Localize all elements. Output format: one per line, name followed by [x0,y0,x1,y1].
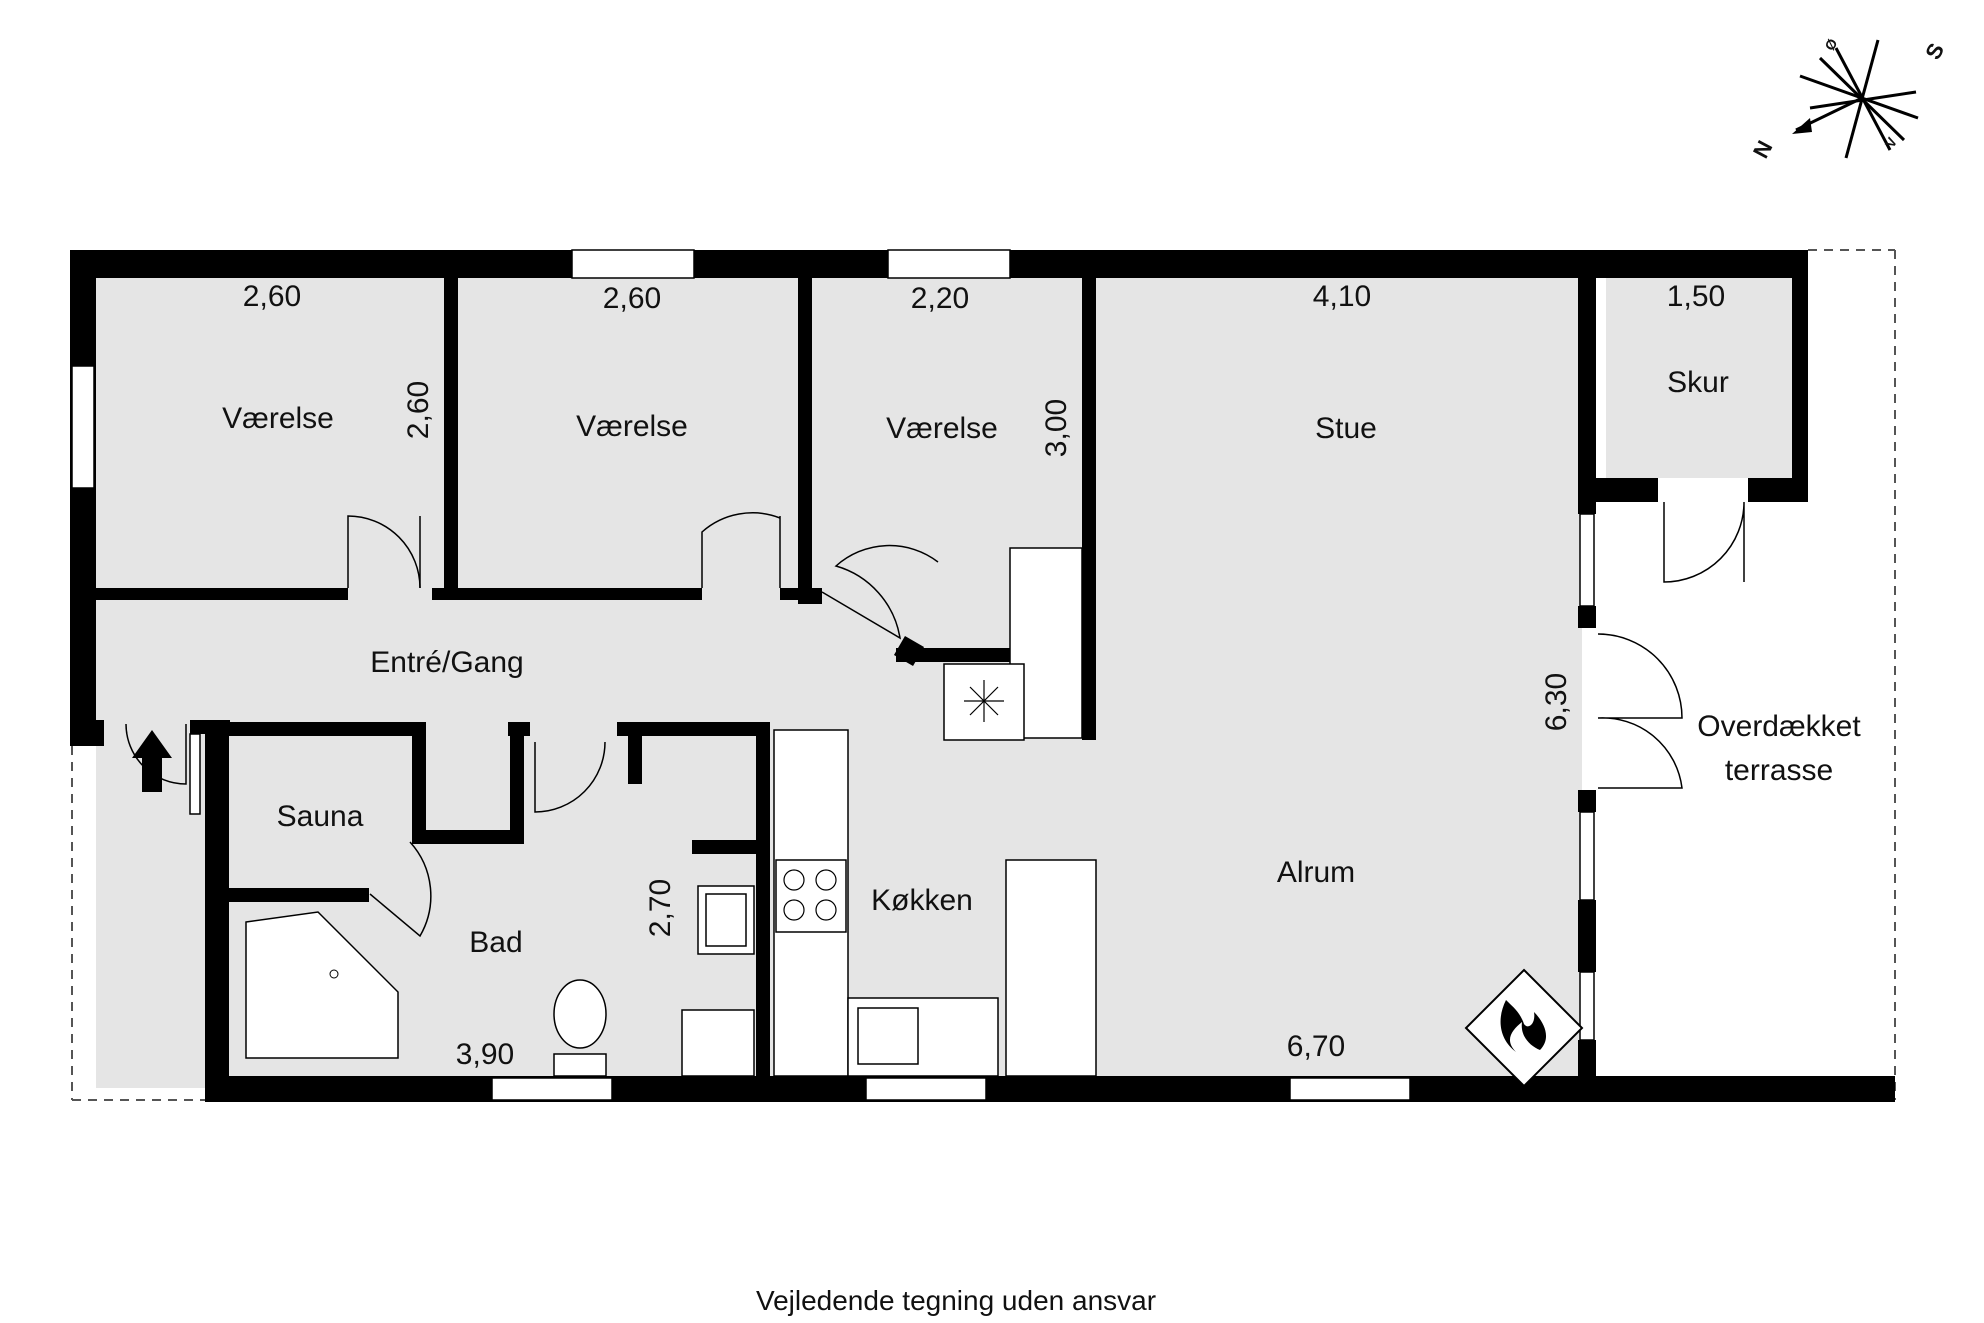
room-label-entre-gang: Entré/Gang [370,646,523,679]
room-label-bad: Bad [469,926,522,959]
room-label-alrum: Alrum [1277,856,1355,889]
compass-north-label: N [1748,136,1778,162]
doors [125,501,1745,938]
disclaimer-caption: Vejledende tegning uden ansvar [756,1285,1156,1316]
room-label-vaerelse-3: Værelse [886,412,998,445]
room-label-skur: Skur [1667,366,1729,399]
terrace-outline [71,249,1896,1101]
compass-west-label: V [1882,134,1901,150]
dimension-vaerelse-3-depth: 3,00 [1040,399,1073,457]
room-label-koekken: Køkken [871,884,973,917]
room-label-vaerelse-1: Værelse [222,402,334,435]
room-label-terrasse-line1: Overdækket [1697,710,1861,743]
dimension-vaerelse-1-depth: 2,60 [402,381,435,439]
entry-arrow-icon [132,730,172,792]
dimension-stue-depth: 6,30 [1540,673,1573,731]
dimension-labels: 2,60 2,60 2,60 2,20 3,00 4,10 1,50 6,30 … [243,280,1725,1071]
fireplace-icon [1464,968,1584,1088]
dimension-skur-width: 1,50 [1667,280,1725,313]
compass-rose-icon [1792,39,1919,159]
windows [71,249,1595,1101]
stove-icon [783,869,837,921]
dimension-vaerelse-1-width: 2,60 [243,280,301,313]
dimension-bad-depth: 2,70 [644,879,677,937]
room-label-terrasse-line2: terrasse [1725,754,1833,787]
dimension-alrum-width: 6,70 [1287,1030,1345,1063]
room-label-sauna: Sauna [277,800,364,833]
compass-south-label: S [1920,39,1949,64]
dimension-vaerelse-2-width: 2,60 [603,282,661,315]
freezer-icon [964,680,1004,722]
dimension-stue-width: 4,10 [1313,280,1371,313]
fixtures [245,547,1584,1088]
dimension-vaerelse-3-width: 2,20 [911,282,969,315]
room-label-stue: Stue [1315,412,1377,445]
room-label-vaerelse-2: Værelse [576,410,688,443]
room-labels: Værelse Værelse Værelse Stue Skur Entré/… [222,366,1861,959]
dimension-bad-width: 3,90 [456,1038,514,1071]
